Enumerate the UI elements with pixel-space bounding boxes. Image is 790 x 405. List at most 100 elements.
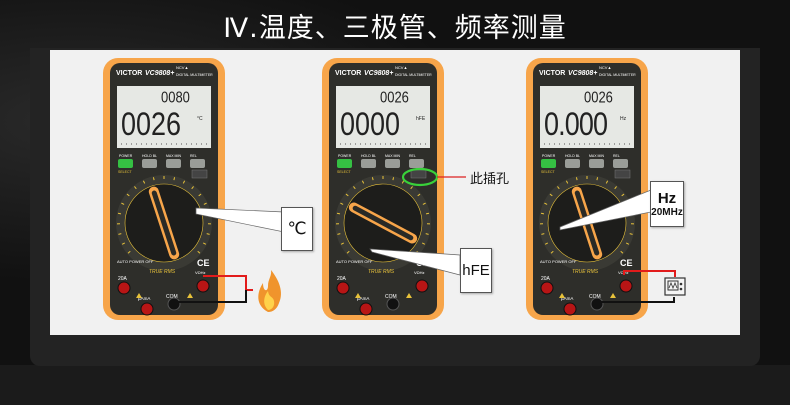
lcd-secondary-reading: 0026 (380, 89, 409, 106)
select-label: SELECT (337, 170, 351, 174)
hold-button[interactable] (142, 159, 157, 168)
jack-com-label: COM (166, 294, 178, 300)
warning-icon (610, 293, 616, 298)
jack-com[interactable] (167, 297, 181, 311)
lcd-screen (540, 86, 634, 148)
lcd-secondary-reading: 0080 (161, 89, 190, 106)
max-label: MAX MIN (166, 154, 181, 158)
auto-power-off-label: AUTO POWER OFF (336, 259, 373, 264)
jack-20a-label: 20A (541, 276, 551, 282)
ncv-label: NCV▲ (176, 65, 188, 70)
hfe-callout-label: hFE (462, 262, 490, 279)
jack-ua-ma[interactable] (563, 302, 577, 316)
jack-v-ohm-hz[interactable] (415, 279, 429, 293)
max-min-button[interactable] (385, 159, 400, 168)
jack-com-label: COM (589, 294, 601, 300)
lcd-screen (336, 86, 430, 148)
hold-button[interactable] (361, 159, 376, 168)
brand-label: VICTOR (335, 70, 361, 77)
lcd-secondary-reading: 0026 (584, 89, 613, 106)
jack-v-ohm-hz[interactable] (196, 279, 210, 293)
jack-20a[interactable] (540, 281, 554, 295)
power-label: POWER (119, 154, 133, 158)
jack-com[interactable] (590, 297, 604, 311)
hold-label: HOLD BL (361, 154, 376, 158)
multimeter-2: VICTOR VC9808+ NCV▲ DIGITAL MULTIMETER 0… (322, 58, 444, 320)
jack-20a-label: 20A (118, 276, 128, 282)
rel-label: REL (409, 154, 416, 158)
rel-button[interactable] (613, 159, 628, 168)
model-label: VC9808+ (568, 70, 597, 77)
jack-v-label: VΩHz (195, 270, 206, 275)
power-label: POWER (338, 154, 352, 158)
power-button[interactable] (118, 159, 133, 168)
ce-mark: CE (197, 258, 210, 268)
jack-ua-ma[interactable] (359, 302, 373, 316)
warning-icon (355, 293, 361, 298)
lcd-screen (117, 86, 211, 148)
jack-20a-label: 20A (337, 276, 347, 282)
jack-com[interactable] (386, 297, 400, 311)
true-rms-label: TRUE RMS (572, 269, 599, 275)
max-min-button[interactable] (166, 159, 181, 168)
max-label: MAX MIN (385, 154, 400, 158)
max-min-button[interactable] (589, 159, 604, 168)
model-label: VC9808+ (364, 70, 393, 77)
power-label: POWER (542, 154, 556, 158)
lcd-main-reading: 0000 (340, 107, 400, 143)
temperature-callout-label: ℃ (287, 219, 307, 238)
lcd-unit: Hz (620, 116, 627, 122)
rel-button[interactable] (190, 159, 205, 168)
power-button[interactable] (337, 159, 352, 168)
hold-label: HOLD BL (565, 154, 580, 158)
lcd-main-reading: 0.000 (544, 107, 608, 143)
jack-20a[interactable] (336, 281, 350, 295)
power-button[interactable] (541, 159, 556, 168)
subtitle-label: DIGITAL MULTIMETER (395, 73, 432, 77)
hold-button[interactable] (565, 159, 580, 168)
hz-range-label: 20MHz (651, 207, 683, 218)
multimeter-1: VICTOR VC9808+ NCV▲ DIGITAL MULTIMETER 0… (103, 58, 225, 320)
rel-label: REL (190, 154, 197, 158)
jack-ua-label: µAmA (138, 296, 150, 301)
jack-ua-label: µAmA (357, 296, 369, 301)
true-rms-label: TRUE RMS (368, 269, 395, 275)
socket-label: 此插孔 (470, 172, 510, 187)
rel-button[interactable] (409, 159, 424, 168)
brand-label: VICTOR (539, 70, 565, 77)
jack-20a[interactable] (117, 281, 131, 295)
warning-icon (559, 293, 565, 298)
frequency-callout: Hz 20MHz (650, 181, 684, 227)
bottom-strip (0, 365, 790, 405)
ce-mark: CE (416, 258, 429, 268)
ncv-label: NCV▲ (395, 65, 407, 70)
jack-com-label: COM (385, 294, 397, 300)
ncv-label: NCV▲ (599, 65, 611, 70)
lcd-unit: °C (197, 116, 203, 122)
auto-power-off-label: AUTO POWER OFF (117, 259, 154, 264)
temperature-callout: ℃ (281, 207, 313, 251)
max-label: MAX MIN (589, 154, 604, 158)
ce-mark: CE (620, 258, 633, 268)
auto-power-off-label: AUTO POWER OFF (540, 259, 577, 264)
hfe-socket[interactable] (191, 169, 208, 179)
brand-label: VICTOR (116, 70, 142, 77)
jack-v-label: VΩHz (618, 270, 629, 275)
hold-label: HOLD BL (142, 154, 157, 158)
hfe-callout: hFE (460, 248, 492, 293)
multimeter-3: VICTOR VC9808+ NCV▲ DIGITAL MULTIMETER 0… (526, 58, 648, 320)
jack-ua-ma[interactable] (140, 302, 154, 316)
lcd-main-reading: 0026 (121, 107, 181, 143)
true-rms-label: TRUE RMS (149, 269, 176, 275)
jack-v-label: VΩHz (414, 270, 425, 275)
hfe-socket[interactable] (410, 169, 427, 179)
warning-icon (406, 293, 412, 298)
dial-knob-pointer (348, 202, 418, 244)
jack-v-ohm-hz[interactable] (619, 279, 633, 293)
model-label: VC9808+ (145, 70, 174, 77)
rel-label: REL (613, 154, 620, 158)
hfe-socket[interactable] (614, 169, 631, 179)
subtitle-label: DIGITAL MULTIMETER (176, 73, 213, 77)
hz-callout-label: Hz (657, 190, 677, 207)
lcd-unit: hFE (416, 116, 426, 122)
